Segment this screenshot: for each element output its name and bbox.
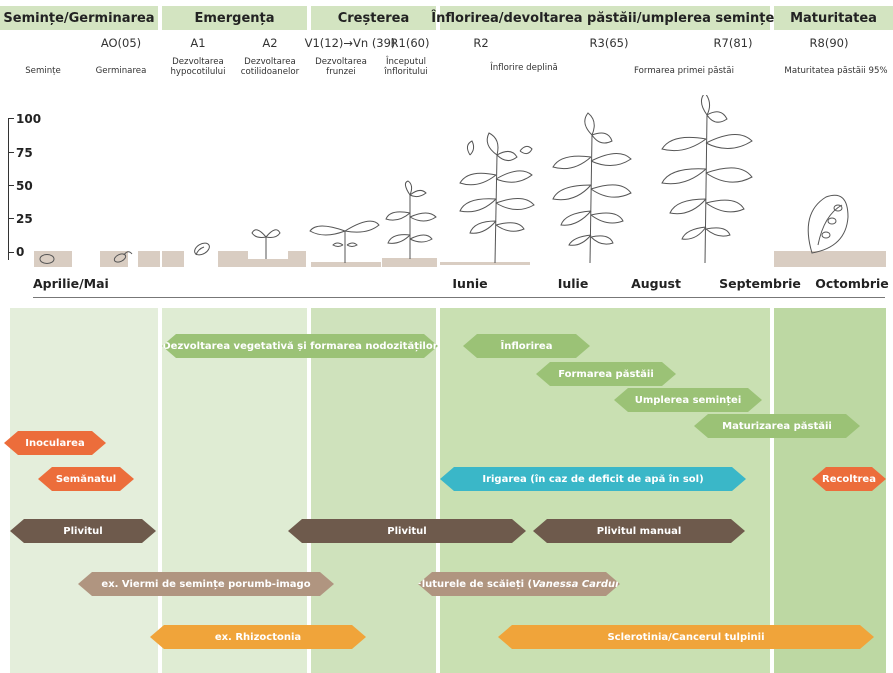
stage-code: R2 <box>473 36 489 50</box>
cotyledon-seedling-icon <box>251 229 281 259</box>
activity-manual-weeding: Plivitul manual <box>533 519 745 543</box>
activity-vegetative-development: Dezvoltarea vegetativă și formarea nodoz… <box>162 334 438 358</box>
activity-seedcorn-maggot: ex. Viermi de semințe porumb-imago <box>78 572 334 596</box>
stage-header-flowering: Înflorirea/devoltarea păstăii/umplerea s… <box>431 6 779 30</box>
activity-rhizoctonia: ex. Rhizoctonia <box>150 625 366 649</box>
leaf-seedling-icon <box>309 220 380 263</box>
scale-tick-mark <box>8 218 14 219</box>
month-label: Septembrie <box>719 276 801 291</box>
mature-plant-icon <box>661 95 753 264</box>
stage-description: Formarea primei păstăi <box>634 66 734 76</box>
stage-code: R3(65) <box>589 36 629 50</box>
stage-description: Dezvoltarea hypocotilului <box>170 57 226 77</box>
stage-code: R1(60) <box>390 36 430 50</box>
stage-header-growth: Creșterea <box>311 6 436 30</box>
activity-painted-lady: Fluturele de scăieți (Vanessa Cardui) <box>418 572 620 596</box>
scale-tick-mark <box>8 252 14 253</box>
stage-description: Înflorire deplină <box>490 63 558 73</box>
scale-tick-label: 75 <box>16 146 33 160</box>
activity-label-species: Vanessa Cardui <box>532 578 619 590</box>
scale-tick-mark <box>8 185 14 186</box>
stage-header-germination: Semințe/Germinarea <box>0 6 158 30</box>
activity-sclerotinia: Sclerotinia/Cancerul tulpinii <box>498 625 874 649</box>
flowering-plant-icon <box>459 132 535 264</box>
stage-description: Maturitatea păstăii 95% <box>784 66 888 76</box>
stage-description: Germinarea <box>95 66 147 76</box>
scale-tick-label: 0 <box>16 245 25 259</box>
stage-code: A2 <box>262 36 278 50</box>
stage-code: V1(12)→Vn (39) <box>304 36 396 50</box>
month-label: August <box>631 276 681 291</box>
activity-harvest: Recoltrea <box>812 467 886 491</box>
germinating-seed-icon <box>113 251 133 263</box>
hypocotyl-sprout-icon <box>194 242 210 256</box>
activity-pod-formation: Formarea păstăii <box>536 362 676 386</box>
month-label: Iunie <box>452 276 488 291</box>
scale-tick-label: 25 <box>16 212 33 226</box>
month-label: Aprilie/Mai <box>33 276 109 291</box>
phase-band-emergence <box>162 308 307 673</box>
stage-description: Dezvoltarea cotilidoanelor <box>240 57 300 77</box>
activity-label-text: Fluturele de scăieți ( <box>414 578 533 590</box>
month-label: Iulie <box>557 276 589 291</box>
activity-weeding: Plivitul <box>10 519 156 543</box>
stage-code: R7(81) <box>713 36 753 50</box>
scale-tick-label: 50 <box>16 179 33 193</box>
stage-header-maturity: Maturitatea <box>774 6 893 30</box>
activity-inoculation: Inocularea <box>4 431 106 455</box>
activity-flowering: Înflorirea <box>463 334 590 358</box>
pod-forming-plant-icon <box>552 112 632 264</box>
activity-seed-filling: Umplerea seminței <box>614 388 762 412</box>
phase-band-growth <box>311 308 436 673</box>
scale-tick-label: 100 <box>16 112 42 126</box>
stage-description: Semințe <box>25 66 61 76</box>
stage-code: AO(05) <box>100 36 142 50</box>
soil-strip <box>34 251 886 267</box>
stage-header-emergence: Emergența <box>162 6 307 30</box>
scale-axis <box>8 118 9 260</box>
activity-sowing: Semănatul <box>38 467 134 491</box>
mature-pod-icon <box>807 194 849 254</box>
plant-illustrations <box>34 95 886 267</box>
stage-description: Dezvoltarea frunzei <box>315 57 367 77</box>
stage-description: Începutul înfloritului <box>384 57 428 77</box>
stage-code: R8(90) <box>809 36 849 50</box>
stage-code: A1 <box>190 36 206 50</box>
activity-weeding: Plivitul <box>288 519 526 543</box>
scale-tick-mark <box>8 152 14 153</box>
activity-pod-maturation: Maturizarea păstăii <box>694 414 860 438</box>
month-label: Octombrie <box>815 276 889 291</box>
young-plant-icon <box>385 180 437 259</box>
seed-icon <box>39 254 55 264</box>
scale-tick-mark <box>8 118 14 119</box>
activity-irrigation: Irigarea (în caz de deficit de apă în so… <box>440 467 746 491</box>
timeline-divider <box>33 297 885 298</box>
